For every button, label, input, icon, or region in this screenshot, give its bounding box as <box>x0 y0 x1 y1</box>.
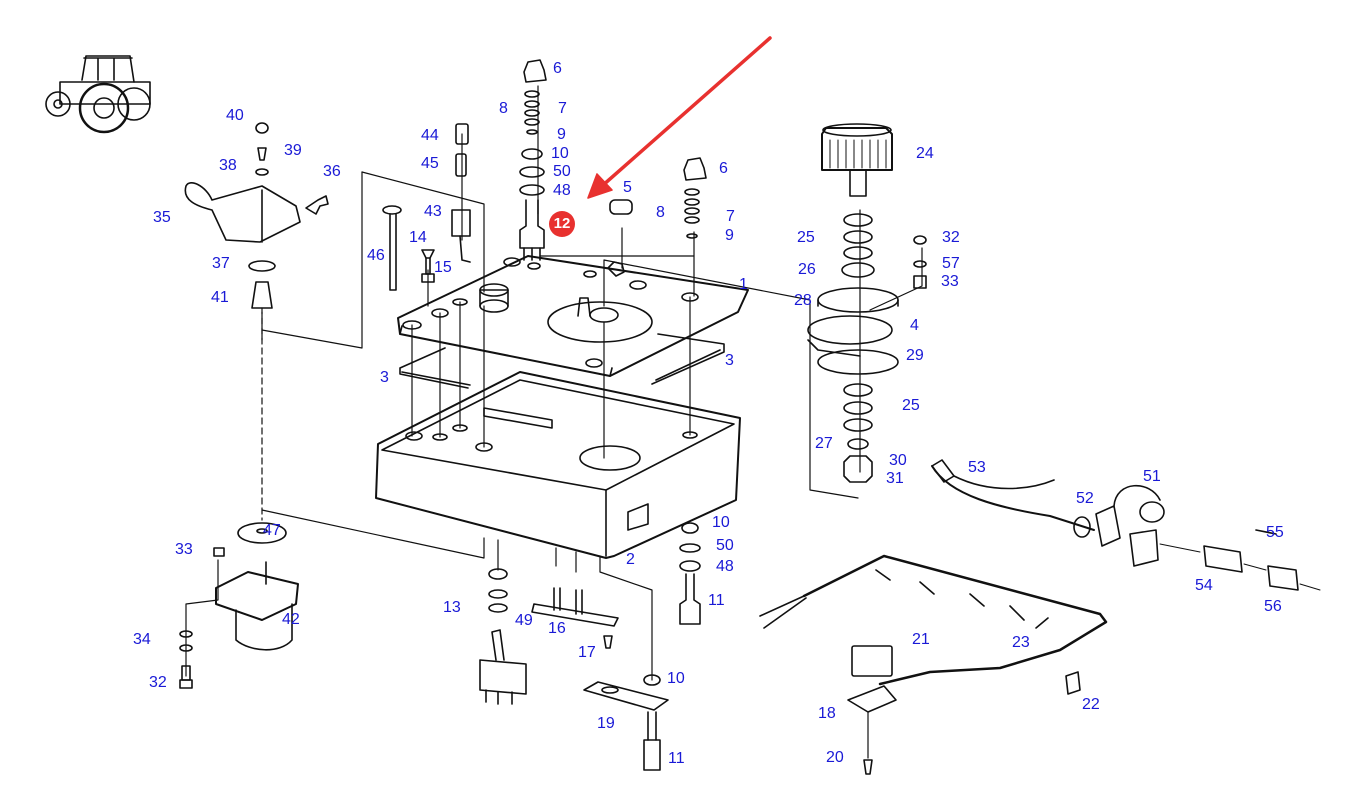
part-label-11-right: 11 <box>708 592 725 609</box>
part-label-49-visible: 49 <box>515 612 533 629</box>
part-label-10-right: 10 <box>712 514 730 531</box>
wiring-harness <box>760 556 1106 774</box>
screw-part-32-right <box>914 236 926 288</box>
washers-stack-left <box>520 91 544 260</box>
part-label-6-left: 6 <box>553 60 562 77</box>
part-label-20: 20 <box>826 749 844 766</box>
knob-part-6 <box>524 60 706 180</box>
part-label-7-left: 7 <box>558 100 567 117</box>
washers-stack-right <box>685 189 699 238</box>
part-label-46: 46 <box>367 247 385 264</box>
part-label-6-right: 6 <box>719 160 728 177</box>
switch-part-11-right <box>680 523 700 624</box>
cap-part-5 <box>610 200 632 214</box>
part-label-1: 1 <box>739 276 748 293</box>
part-label-26: 26 <box>798 261 816 278</box>
part-label-9-left: 9 <box>557 126 566 143</box>
part-label-10-bottom: 10 <box>667 670 685 687</box>
part-label-43: 43 <box>424 203 442 220</box>
motor-part-42 <box>214 523 298 650</box>
console-housing <box>376 372 740 558</box>
bolt-part-46 <box>383 206 401 290</box>
part-label-35: 35 <box>153 209 171 226</box>
part-label-28: 28 <box>794 292 812 309</box>
top-plate <box>398 256 748 376</box>
part-label-56: 56 <box>1264 598 1282 615</box>
connector-assembly <box>932 460 1320 590</box>
part-label-13: 13 <box>443 599 461 616</box>
washers-part-25 <box>808 214 898 482</box>
part-label-11-bottom: 11 <box>668 750 685 767</box>
part-label-48-top: 48 <box>553 182 571 199</box>
part-label-50-right: 50 <box>716 537 734 554</box>
part-label-31: 31 <box>886 470 904 487</box>
part-label-24: 24 <box>916 145 934 162</box>
part-label-5: 5 <box>623 179 632 196</box>
part-label-21: 21 <box>912 631 930 648</box>
part-label-15: 15 <box>434 259 452 276</box>
part-label-8-left: 8 <box>499 100 508 117</box>
part-label-39: 39 <box>284 142 302 159</box>
part-label-55: 55 <box>1266 524 1284 541</box>
part-label-3-right: 3 <box>725 352 734 369</box>
lever-part-35 <box>185 123 328 308</box>
part-label-14: 14 <box>409 229 427 246</box>
part-label-7-right: 7 <box>726 208 735 225</box>
tractor-icon <box>46 56 150 132</box>
part-label-30: 30 <box>889 452 907 469</box>
highlight-arrow <box>588 38 770 198</box>
part-label-51: 51 <box>1143 468 1161 485</box>
part-label-18: 18 <box>818 705 836 722</box>
screw-part-14 <box>422 250 434 282</box>
part-label-57: 57 <box>942 255 960 272</box>
part-label-25-bottom: 25 <box>902 397 920 414</box>
part-label-37: 37 <box>212 255 230 272</box>
part-label-44: 44 <box>421 127 439 144</box>
highlighted-part-12-badge[interactable]: 12 <box>549 211 575 237</box>
part-label-23: 23 <box>1012 634 1030 651</box>
part-label-52: 52 <box>1076 490 1094 507</box>
part-label-32-left: 32 <box>149 674 167 691</box>
part-label-3-left: 3 <box>380 369 389 386</box>
part-label-50-top: 50 <box>553 163 571 180</box>
part-label-9-right: 9 <box>725 227 734 244</box>
part-label-32-right: 32 <box>942 229 960 246</box>
part-label-53: 53 <box>968 459 986 476</box>
gasket <box>400 334 724 388</box>
part-label-29: 29 <box>906 347 924 364</box>
part-label-42: 42 <box>282 611 300 628</box>
part-label-41: 41 <box>211 289 229 306</box>
part-label-8-right: 8 <box>656 204 665 221</box>
part-label-34: 34 <box>133 631 151 648</box>
part-label-10-top: 10 <box>551 145 569 162</box>
part-label-33-left: 33 <box>175 541 193 558</box>
fuse-holder-parts <box>452 124 470 262</box>
part-label-22: 22 <box>1082 696 1100 713</box>
part-label-36: 36 <box>323 163 341 180</box>
part-label-2: 2 <box>626 551 635 568</box>
part-label-47: 47 <box>263 522 281 539</box>
part-label-19: 19 <box>597 715 615 732</box>
part-label-17: 17 <box>578 644 596 661</box>
part-label-27: 27 <box>815 435 833 452</box>
bracket-part-19 <box>584 675 668 770</box>
knob-part-24 <box>822 124 892 196</box>
part-label-54: 54 <box>1195 577 1213 594</box>
part-label-33-right: 33 <box>941 273 959 290</box>
part-label-38: 38 <box>219 157 237 174</box>
part-label-40: 40 <box>226 107 244 124</box>
part-label-25-top: 25 <box>797 229 815 246</box>
circuit-board-part-16 <box>532 588 618 648</box>
part-label-45: 45 <box>421 155 439 172</box>
part-label-48-right: 48 <box>716 558 734 575</box>
screw-part-32-left <box>180 631 192 688</box>
part-label-16: 16 <box>548 620 566 637</box>
part-label-4: 4 <box>910 317 919 334</box>
toggle-switch-part-13 <box>480 569 526 704</box>
